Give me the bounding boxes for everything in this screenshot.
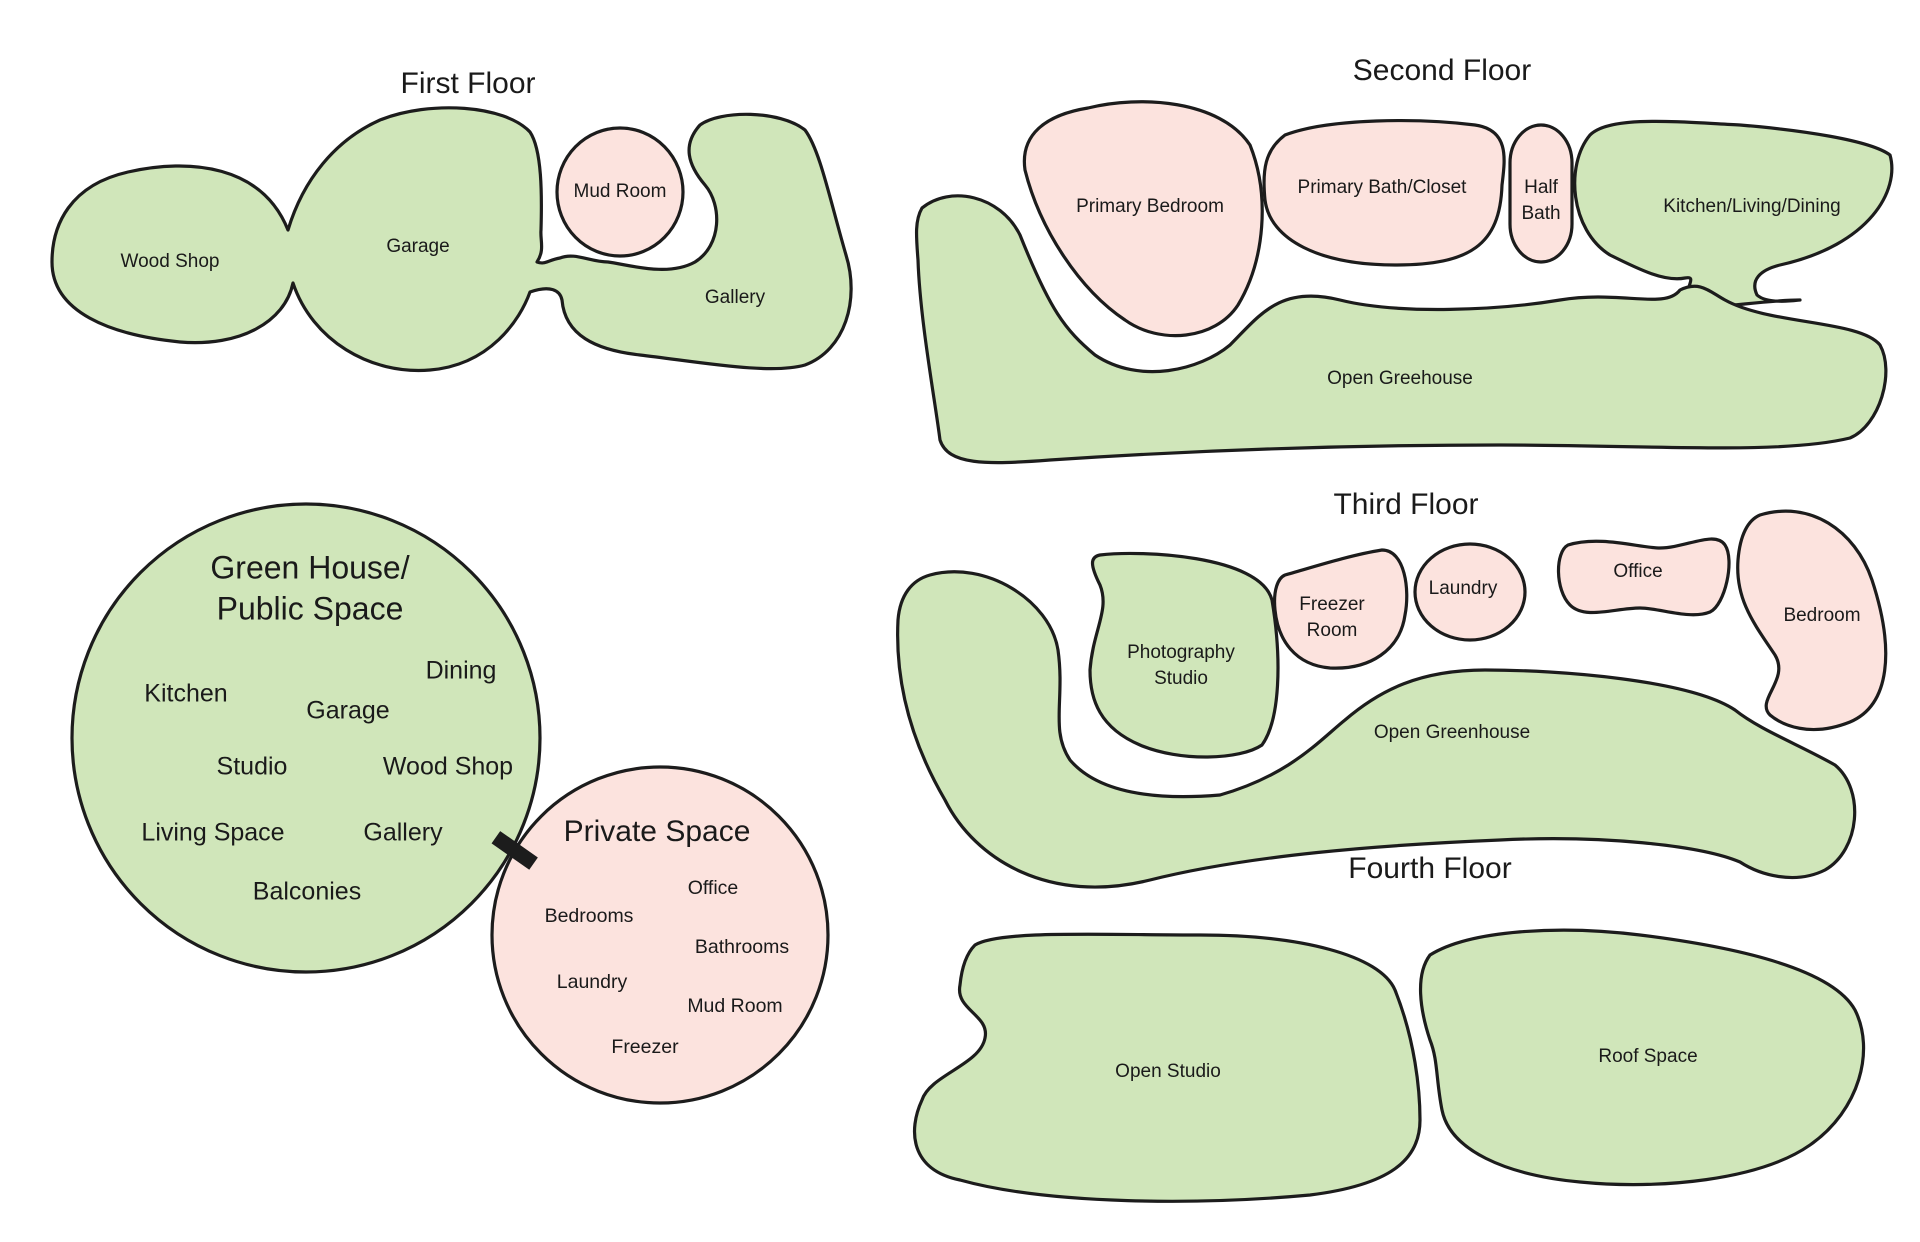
roof-space-zone bbox=[1419, 928, 1866, 1187]
room-label: Freezer bbox=[1299, 594, 1365, 615]
private-space-item: Office bbox=[688, 877, 739, 899]
freezer-room-zone bbox=[1272, 548, 1409, 670]
primary-bedroom-zone bbox=[1022, 100, 1264, 338]
public-space-item: Studio bbox=[217, 753, 288, 781]
room-label: Photography bbox=[1127, 642, 1235, 663]
public-space-item: Garage bbox=[306, 697, 389, 725]
room-label: Half bbox=[1524, 177, 1559, 198]
private-space-title: Private Space bbox=[564, 815, 751, 848]
office-zone bbox=[1556, 537, 1731, 617]
photography-studio-zone bbox=[1088, 551, 1280, 759]
first-floor-public-zone bbox=[50, 106, 853, 373]
fourth-floor-title: Fourth Floor bbox=[1348, 852, 1511, 885]
public-space-item: Gallery bbox=[363, 819, 443, 847]
laundry-zone bbox=[1413, 542, 1527, 642]
room-label: Open Greehouse bbox=[1327, 368, 1473, 389]
second-floor: Second Floor Primary Bedroom Primary Bat… bbox=[914, 54, 1894, 465]
second-floor-title: Second Floor bbox=[1353, 54, 1531, 87]
fourth-floor: Fourth Floor Open Studio Roof Space bbox=[912, 852, 1866, 1203]
mud-room-zone bbox=[555, 126, 685, 258]
bedroom-zone bbox=[1736, 509, 1888, 732]
connector-mark bbox=[491, 831, 538, 870]
private-space-item: Bathrooms bbox=[695, 936, 790, 958]
room-label: Studio bbox=[1154, 668, 1208, 689]
public-space-item: Wood Shop bbox=[383, 753, 513, 781]
room-label: Wood Shop bbox=[121, 251, 220, 272]
room-label: Primary Bedroom bbox=[1076, 196, 1224, 217]
room-label: Kitchen/Living/Dining bbox=[1663, 196, 1840, 217]
first-floor: First Floor Wood Shop Garage Mud Room Ga… bbox=[50, 67, 853, 373]
room-label: Roof Space bbox=[1598, 1046, 1697, 1067]
room-label: Open Studio bbox=[1115, 1061, 1221, 1082]
room-label: Garage bbox=[386, 236, 449, 257]
second-floor-greenhouse-zone bbox=[914, 194, 1888, 465]
public-space-circle bbox=[70, 502, 542, 974]
third-floor: Third Floor Photography Studio Freezer R… bbox=[896, 488, 1888, 889]
kitchen-living-dining-zone bbox=[1573, 119, 1894, 309]
third-floor-title: Third Floor bbox=[1333, 488, 1478, 521]
public-space-item: Living Space bbox=[141, 819, 284, 847]
private-space-item: Bedrooms bbox=[545, 905, 634, 927]
public-space-item: Dining bbox=[426, 657, 497, 685]
room-label: Office bbox=[1613, 561, 1662, 582]
half-bath-zone bbox=[1508, 123, 1574, 264]
public-space-title: Public Space bbox=[217, 590, 404, 626]
room-label: Mud Room bbox=[574, 181, 667, 202]
private-space-circle bbox=[490, 765, 830, 1105]
room-label: Primary Bath/Closet bbox=[1298, 177, 1468, 198]
public-space-item: Balconies bbox=[253, 878, 361, 906]
zoning-legend: Green House/ Public Space Kitchen Dining… bbox=[70, 502, 830, 1105]
first-floor-title: First Floor bbox=[401, 67, 536, 100]
room-label: Bath bbox=[1521, 203, 1560, 224]
third-floor-greenhouse-zone bbox=[896, 570, 1857, 889]
room-label: Room bbox=[1307, 620, 1358, 641]
room-label: Gallery bbox=[705, 287, 766, 308]
private-space-item: Freezer bbox=[611, 1036, 679, 1058]
private-space-item: Laundry bbox=[557, 971, 628, 993]
room-label: Open Greenhouse bbox=[1374, 722, 1530, 743]
open-studio-zone bbox=[912, 932, 1422, 1203]
room-label: Laundry bbox=[1429, 578, 1498, 599]
public-space-item: Kitchen bbox=[144, 680, 227, 708]
room-label: Bedroom bbox=[1783, 605, 1860, 626]
public-space-title: Green House/ bbox=[210, 549, 409, 585]
primary-bath-closet-zone bbox=[1262, 119, 1506, 267]
private-space-item: Mud Room bbox=[687, 995, 782, 1017]
